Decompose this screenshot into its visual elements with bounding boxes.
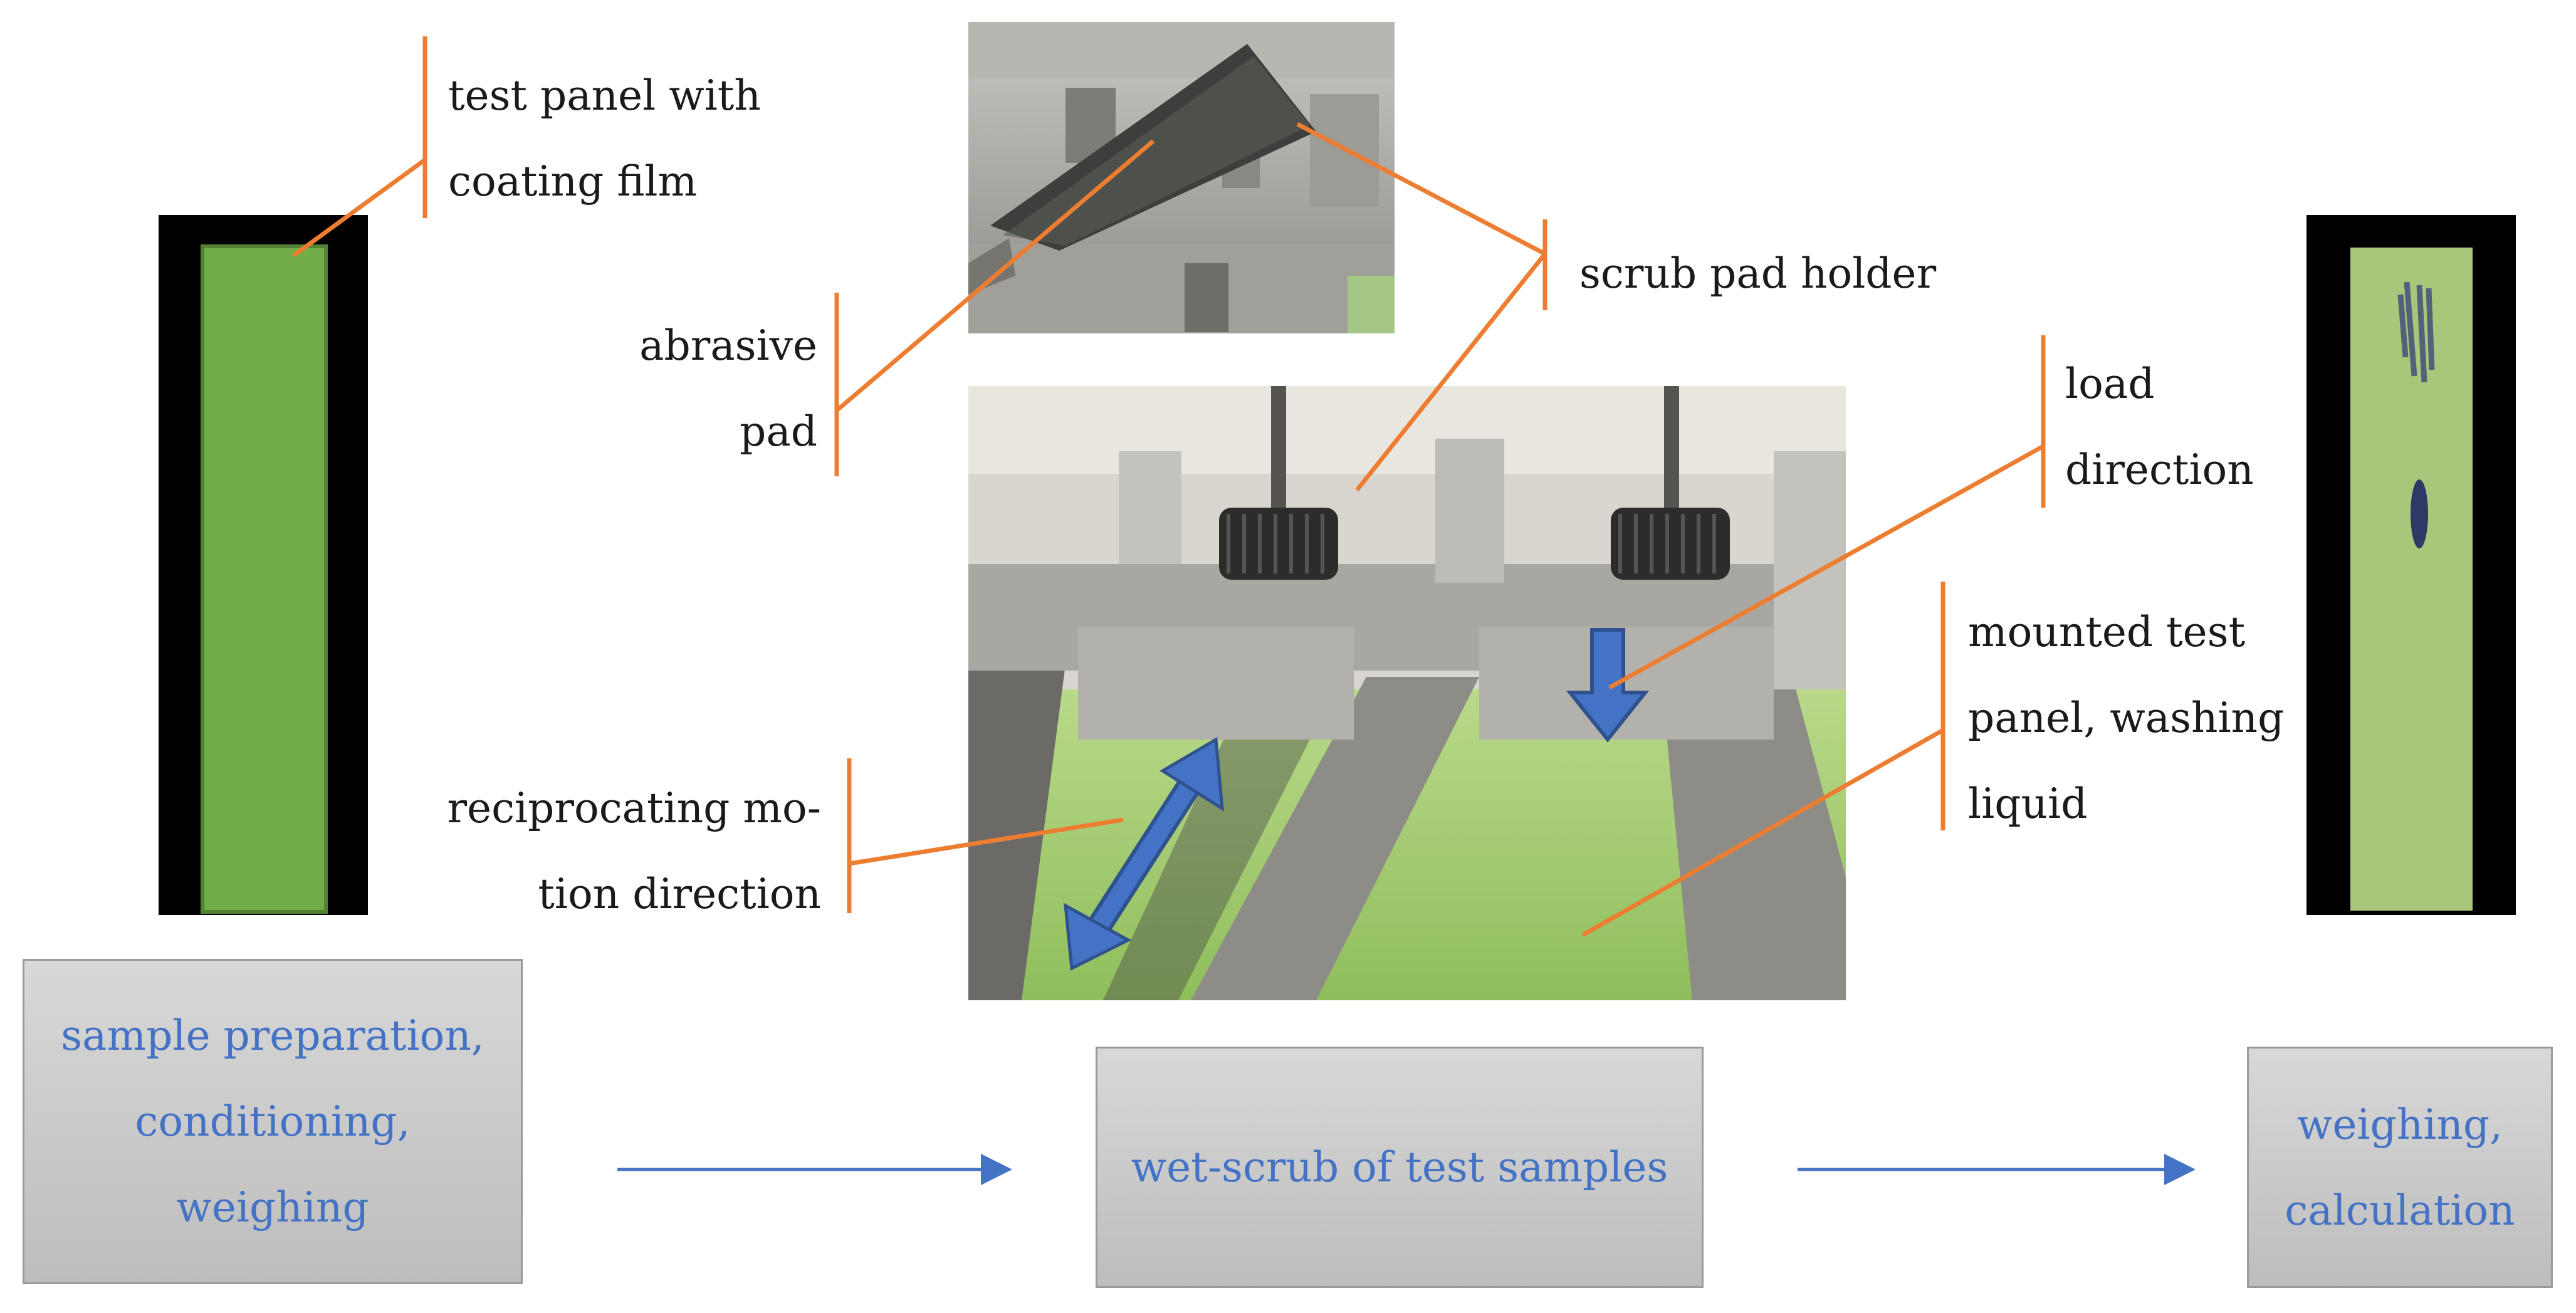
step-box-sample-preparation: sample preparation, conditioning, weighi… xyxy=(23,959,523,1284)
label-abrasive-pad-line2: pad xyxy=(740,407,817,456)
step-text: weighing, calculation xyxy=(2285,1082,2515,1253)
label-test-panel-line2: coating film xyxy=(448,157,698,206)
step-text-line: weighing, xyxy=(2296,1100,2503,1149)
label-mounted-panel: mounted test panel, washing liquid xyxy=(1968,589,2284,847)
load-arrow xyxy=(1566,628,1650,743)
step-text-line: sample preparation, xyxy=(61,1012,484,1060)
photo-scrub-pad-holder xyxy=(968,22,1395,333)
test-panel-new xyxy=(159,215,368,915)
callouts xyxy=(291,36,2046,938)
motion-arrow xyxy=(1064,736,1224,971)
photo-apparatus xyxy=(968,386,1846,1000)
label-test-panel-line1: test panel with xyxy=(448,71,761,120)
label-abrasive-pad-line1: abrasive xyxy=(639,322,817,370)
step-box-weighing: weighing, calculation xyxy=(2247,1047,2553,1288)
label-load-direction-line2: direction xyxy=(2065,446,2254,494)
label-test-panel: test panel with coating film xyxy=(448,53,761,224)
test-panel-scrubbed xyxy=(2306,215,2516,915)
label-mounted-panel-line1: mounted test xyxy=(1968,608,2246,656)
step-text-line: calculation xyxy=(2285,1186,2515,1235)
label-scrub-pad-holder: scrub pad holder xyxy=(1579,231,1936,316)
step-text: wet-scrub of test samples xyxy=(1131,1124,1668,1210)
step-text-line: wet-scrub of test samples xyxy=(1131,1143,1668,1191)
label-abrasive-pad: abrasive pad xyxy=(639,303,817,474)
label-reciprocating-line1: reciprocating mo- xyxy=(447,784,821,832)
label-scrub-pad-holder-text: scrub pad holder xyxy=(1579,249,1937,298)
label-load-direction: load direction xyxy=(2065,341,2254,513)
label-reciprocating: reciprocating mo- tion direction xyxy=(447,765,821,937)
step-text: sample preparation, conditioning, weighi… xyxy=(61,993,484,1250)
label-load-direction-line1: load xyxy=(2065,360,2155,408)
step-text-line: weighing xyxy=(176,1183,369,1232)
label-mounted-panel-line2: panel, washing xyxy=(1968,694,2285,742)
step-text-line: conditioning, xyxy=(135,1097,411,1146)
label-mounted-panel-line3: liquid xyxy=(1968,780,2088,828)
step-box-wet-scrub: wet-scrub of test samples xyxy=(1096,1047,1704,1288)
label-reciprocating-line2: tion direction xyxy=(538,870,821,918)
